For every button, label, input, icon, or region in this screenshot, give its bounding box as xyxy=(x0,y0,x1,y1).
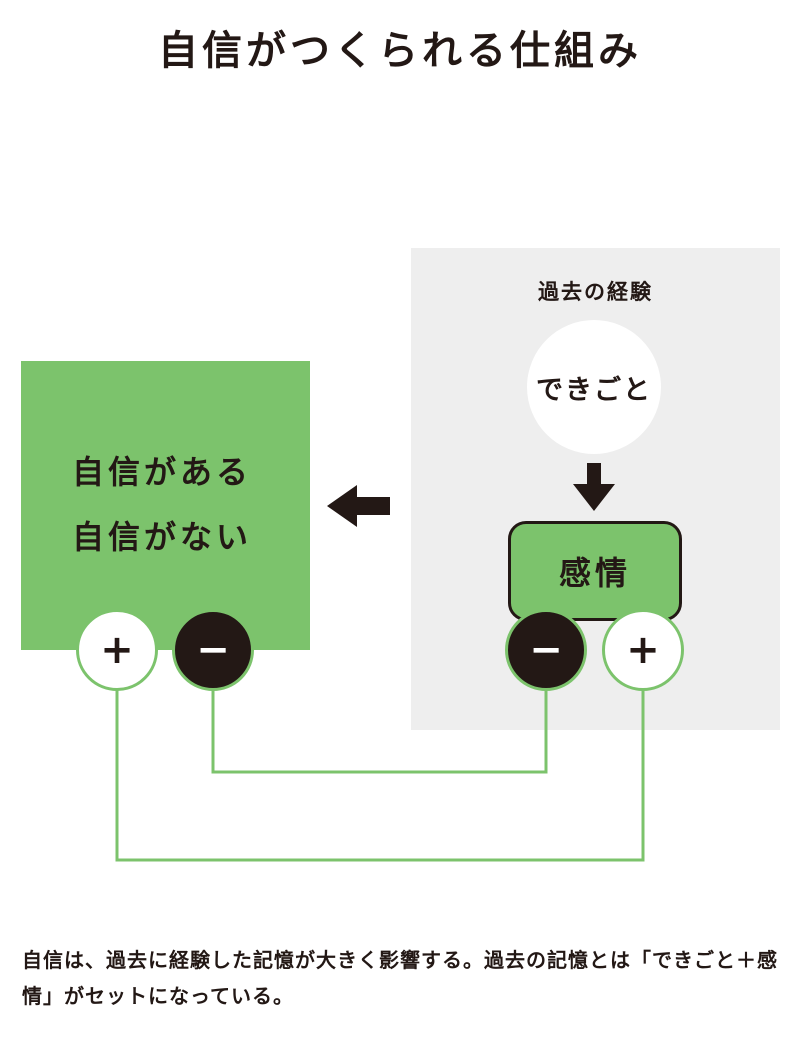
emotion-minus-sign: − xyxy=(505,609,587,691)
arrow-left-icon xyxy=(327,485,390,527)
arrow-down-icon xyxy=(573,463,615,511)
confidence-yes-label: 自信がある xyxy=(72,453,253,491)
emotion-label: 感情 xyxy=(558,554,631,592)
confidence-box xyxy=(21,361,310,650)
diagram-title: 自信がつくられる仕組み xyxy=(158,28,642,74)
confidence-no-label: 自信がない xyxy=(72,518,253,556)
past-experience-label: 過去の経験 xyxy=(538,280,653,304)
minus-connector-line xyxy=(211,690,548,774)
caption-text: 自信は、過去に経験した記憶が大きく影響する。過去の記憶とは「できごと＋感情」がセ… xyxy=(22,948,778,1008)
confidence-minus-sign: − xyxy=(172,609,254,691)
plus-connector-line xyxy=(115,690,645,862)
emotion-plus-sign: + xyxy=(602,609,684,691)
emotion-node: 感情 xyxy=(508,521,682,621)
confidence-plus-sign: + xyxy=(76,609,158,691)
event-label: できごと xyxy=(536,374,652,406)
event-node: できごと xyxy=(527,320,661,454)
